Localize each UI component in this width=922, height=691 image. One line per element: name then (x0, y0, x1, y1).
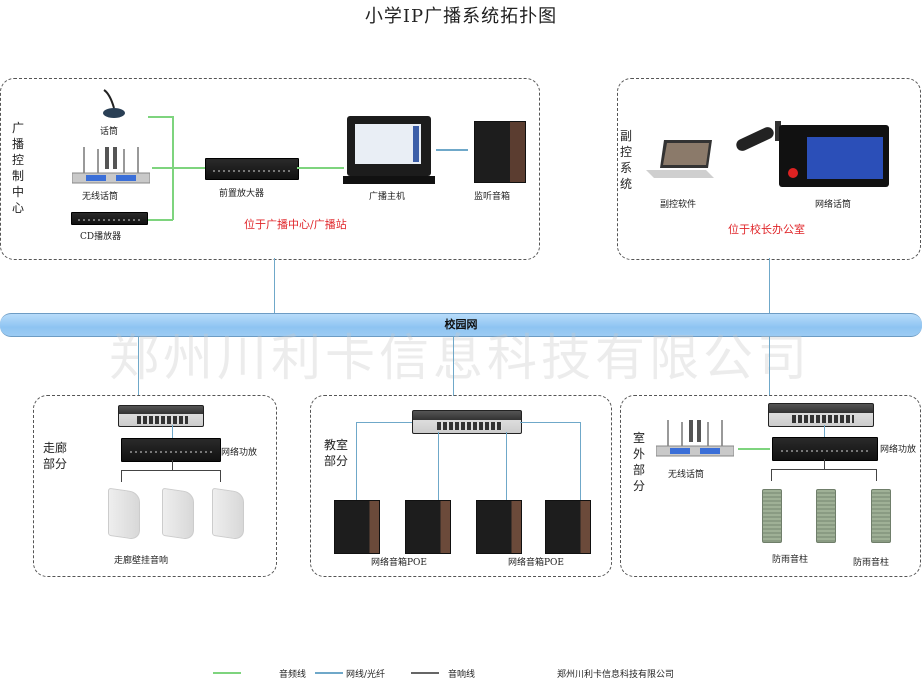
speaker-line (121, 470, 122, 482)
network-line (356, 422, 357, 500)
network-line (438, 432, 439, 500)
network-line (580, 422, 581, 500)
broadcast-host-icon (343, 114, 435, 186)
poe-speaker-icon (405, 500, 451, 554)
company-name: 郑州川利卡信息科技有限公司 (557, 670, 675, 680)
classroom-label: 教室部分 (324, 437, 352, 469)
network-line (769, 258, 770, 314)
wireless-mic-icon (655, 418, 735, 458)
audio-line (148, 219, 173, 221)
audio-line (148, 116, 173, 118)
network-line (520, 422, 580, 423)
legend-speaker-swatch (411, 672, 439, 674)
network-line (274, 258, 275, 314)
laptop-icon (646, 138, 716, 180)
diagram-title: 小学IP广播系统拓扑图 (364, 6, 558, 27)
wall-speaker-icon (212, 487, 244, 541)
speaker-line (824, 459, 825, 469)
speaker-line (771, 469, 772, 481)
audio-line (738, 448, 770, 450)
label-corridor-amplifier: 网络功放 (221, 448, 258, 458)
switch-icon (412, 410, 522, 434)
amplifier-icon (772, 437, 878, 461)
legend-network-label: 网线/光纤 (346, 670, 386, 680)
zone-classroom (310, 395, 612, 577)
label-monitor-speaker: 监听音箱 (474, 192, 511, 202)
network-line (172, 425, 173, 438)
network-line (436, 149, 468, 151)
campus-network-bus (0, 313, 922, 337)
label-rain-column-a: 防雨音柱 (772, 555, 809, 565)
legend-speaker-label: 音响线 (448, 670, 476, 680)
rain-column-speaker-icon (762, 489, 782, 543)
label-poe-speakers-b: 网络音箱POE (508, 558, 565, 568)
speaker-line (876, 469, 877, 481)
zone-corridor (33, 395, 277, 577)
network-line (453, 336, 454, 396)
campus-network-label: 校园网 (444, 318, 478, 331)
speaker-line (121, 470, 221, 471)
label-wireless-mic: 无线话筒 (82, 192, 119, 202)
legend-network-swatch (315, 672, 343, 674)
zone-label-control-center: 广播控制中心 (12, 121, 25, 215)
audio-line (152, 167, 205, 169)
poe-speaker-icon (545, 500, 591, 554)
switch-icon (768, 403, 874, 427)
monitor-speaker-icon (474, 121, 526, 183)
zone-label-sub-control: 副控系统 (620, 129, 633, 191)
label-microphone: 话筒 (100, 127, 119, 137)
speaker-line (172, 460, 173, 470)
amplifier-icon (121, 438, 221, 462)
label-preamp: 前置放大器 (219, 189, 265, 199)
label-poe-speakers-a: 网络音箱POE (371, 558, 428, 568)
network-line (824, 425, 825, 437)
network-line (138, 336, 139, 396)
network-line (356, 422, 412, 423)
wall-speaker-icon (108, 487, 140, 541)
label-outdoor-wireless-mic: 无线话筒 (668, 470, 705, 480)
rain-column-speaker-icon (871, 489, 891, 543)
speaker-line (220, 470, 221, 482)
switch-icon (118, 405, 204, 427)
label-outdoor-amplifier: 网络功放 (880, 445, 917, 455)
corridor-label: 走廊部分 (43, 440, 71, 472)
zone-label-corridor: 走廊部分 (43, 441, 68, 471)
wall-speaker-icon (162, 487, 194, 541)
legend-audio-label: 音频线 (279, 670, 307, 680)
label-cd-player: CD播放器 (80, 232, 122, 242)
poe-speaker-icon (334, 500, 380, 554)
label-rain-column-b: 防雨音柱 (853, 558, 890, 568)
label-corridor-speakers: 走廊壁挂音响 (114, 556, 169, 566)
label-network-mic: 网络话筒 (815, 200, 852, 210)
preamp-icon (205, 158, 299, 180)
legend-audio-swatch (213, 672, 241, 674)
zone-control-center (0, 78, 540, 260)
zone-outdoor (620, 395, 921, 577)
label-sub-control-software: 副控软件 (660, 200, 697, 210)
wireless-mic-icon (71, 145, 151, 185)
location-control-center: 位于广播中心/广播站 (244, 218, 347, 231)
zone-label-classroom: 教室部分 (324, 438, 349, 468)
network-line (769, 336, 770, 396)
rain-column-speaker-icon (816, 489, 836, 543)
microphone-icon (98, 88, 128, 120)
location-sub-control: 位于校长办公室 (728, 223, 805, 236)
network-mic-icon (735, 115, 890, 190)
label-broadcast-host: 广播主机 (369, 192, 406, 202)
poe-speaker-icon (476, 500, 522, 554)
zone-label-outdoor: 室外部分 (633, 431, 646, 493)
speaker-line (771, 469, 877, 470)
cd-player-icon (71, 212, 148, 225)
audio-line (297, 167, 344, 169)
network-line (506, 432, 507, 500)
